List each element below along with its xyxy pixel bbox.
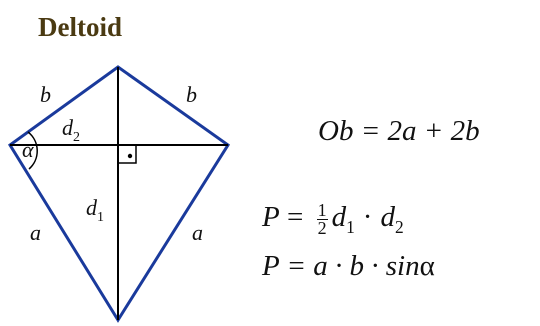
label-side-b-left: b: [40, 82, 51, 107]
area1-lhs: P: [262, 201, 280, 233]
area2-rhs: = a · b · sin: [286, 250, 420, 282]
area2-angle: α: [419, 250, 435, 282]
label-side-a-right: a: [192, 220, 203, 245]
fraction-denominator: 2: [317, 217, 327, 238]
area1-d1-sub: 1: [346, 216, 355, 237]
label-diag-d1: d1: [86, 195, 104, 225]
label-side-a-left: a: [30, 220, 41, 245]
label-angle-alpha: α: [22, 137, 34, 162]
angle-alpha-arc: [27, 131, 38, 170]
area1-d1: d: [331, 201, 347, 233]
area-formula-sine: P = a · b · sinα: [262, 250, 435, 283]
area1-dot: ·: [362, 201, 373, 233]
area1-d2-sub: 2: [394, 216, 404, 237]
area1-d2: d: [380, 201, 395, 233]
area2-lhs: P: [262, 250, 280, 282]
right-angle-dot: [127, 153, 133, 159]
perimeter-rhs: = 2a + 2b: [360, 115, 480, 147]
diagram-title: Deltoid: [38, 12, 122, 42]
fraction-numerator: 1: [316, 199, 328, 220]
right-angle-marker: [118, 145, 137, 164]
area1-equals: =: [279, 201, 311, 233]
perimeter-lhs: Ob: [318, 115, 354, 147]
label-diag-d2: d2: [62, 115, 80, 145]
label-side-b-right: b: [186, 82, 197, 107]
perimeter-formula: Ob = 2a + 2b: [318, 115, 480, 148]
